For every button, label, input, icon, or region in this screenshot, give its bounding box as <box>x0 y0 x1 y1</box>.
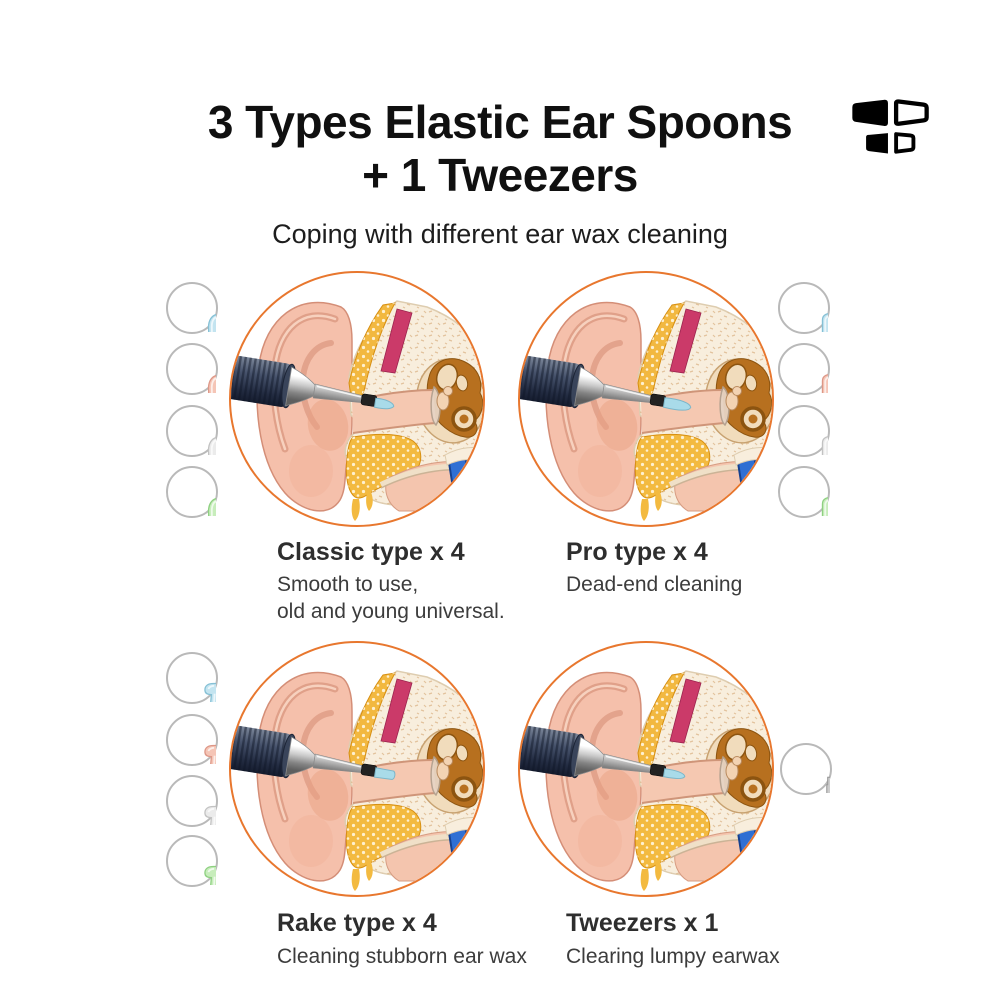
page-title-line2: + 1 Tweezers <box>362 149 638 201</box>
brand-logo-icon <box>852 99 929 154</box>
description-line: Dead-end cleaning <box>566 573 743 596</box>
panel-title: Rake type x 4 <box>277 909 437 937</box>
page-subtitle: Coping with different ear wax cleaning <box>272 219 728 249</box>
ear-cross-section-illustration <box>520 643 772 895</box>
ear-diagram-rake <box>229 641 485 897</box>
pro-tip-in-canal <box>662 397 692 411</box>
rake-tip-in-canal <box>373 767 396 780</box>
tip-icon-rake-white <box>166 775 218 827</box>
panel-description: Dead-end cleaning <box>566 571 742 598</box>
tip-icon-pro-blue <box>778 282 830 334</box>
description-line: old and young universal. <box>277 600 505 623</box>
tip-icon-rake-blue <box>166 652 218 704</box>
tip-icon-pro-pink <box>778 343 830 395</box>
tip-icon-classic-pink <box>166 343 218 395</box>
ear-diagram-pro <box>518 271 774 527</box>
panel-title: Pro type x 4 <box>566 538 708 566</box>
tip-icon-classic-green <box>166 466 218 518</box>
panel-title: Tweezers x 1 <box>566 909 719 937</box>
panel-description: Smooth to use, old and young universal. <box>277 571 505 625</box>
ear-diagram-tweezers <box>518 641 774 897</box>
ear-cross-section-illustration <box>520 273 772 525</box>
tip-icon-classic-blue <box>166 282 218 334</box>
classic-tip-in-canal <box>373 397 395 410</box>
description-line: Cleaning stubborn ear wax <box>277 945 527 968</box>
panel-description: Clearing lumpy earwax <box>566 943 780 970</box>
tip-icon-tweezers-gray <box>780 743 832 795</box>
ear-diagram-classic <box>229 271 485 527</box>
panel-description: Cleaning stubborn ear wax <box>277 943 527 970</box>
tweezers-tip-in-canal <box>662 768 686 779</box>
description-line: Clearing lumpy earwax <box>566 945 780 968</box>
tip-icon-pro-green <box>778 466 830 518</box>
description-line: Smooth to use, <box>277 573 419 596</box>
tip-icon-pro-white <box>778 405 830 457</box>
tip-icon-rake-pink <box>166 714 218 766</box>
panel-title: Classic type x 4 <box>277 538 465 566</box>
tip-icon-rake-green <box>166 835 218 887</box>
ear-cross-section-illustration <box>231 273 483 525</box>
ear-cross-section-illustration <box>231 643 483 895</box>
page-title-line1: 3 Types Elastic Ear Spoons <box>207 96 793 148</box>
tip-icon-classic-white <box>166 405 218 457</box>
